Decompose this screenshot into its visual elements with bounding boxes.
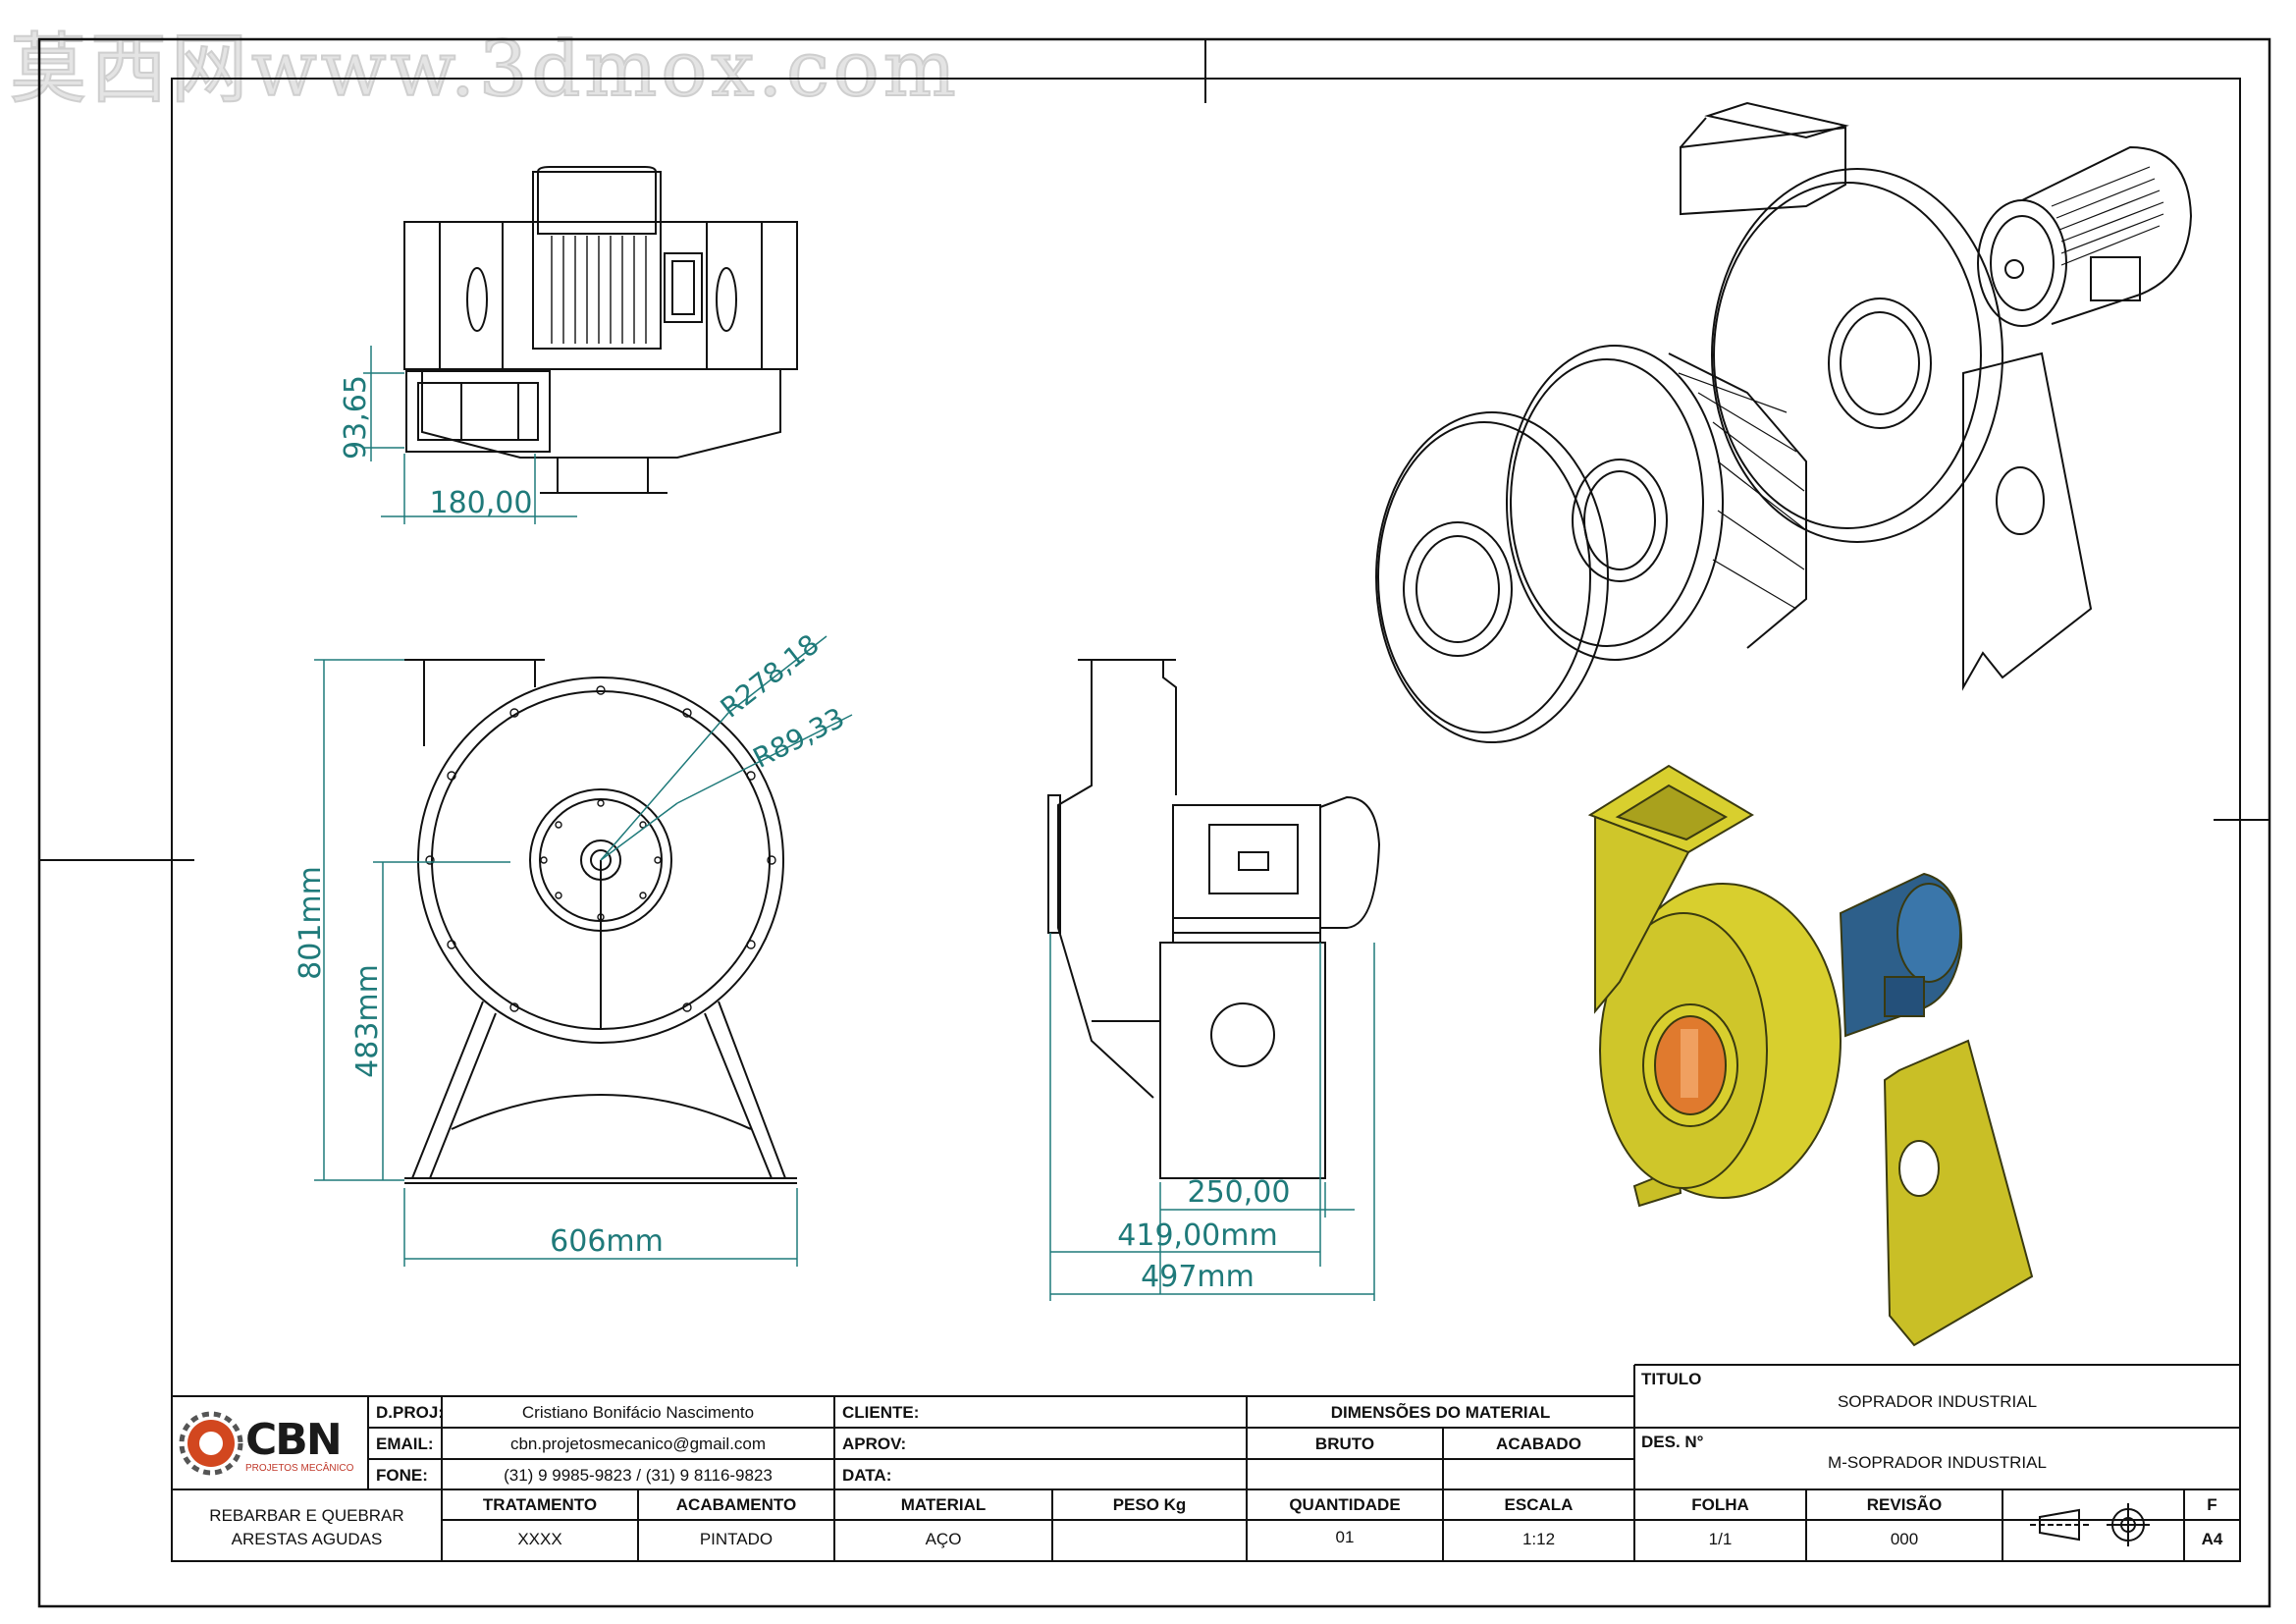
titulo-label: TITULO — [1641, 1370, 1702, 1388]
dim-front-total-height: 801mm — [294, 866, 328, 980]
folha-label: FOLHA — [1691, 1495, 1749, 1514]
outer-frame — [37, 37, 2271, 1608]
tratamento-value: XXXX — [517, 1530, 562, 1548]
dim-side-total-width: 497mm — [1141, 1260, 1255, 1294]
side-view — [1047, 659, 1381, 1179]
material-value: AÇO — [925, 1530, 962, 1548]
titulo-value: SOPRADOR INDUSTRIAL — [1837, 1392, 2038, 1411]
acabado-label: ACABADO — [1496, 1435, 1581, 1453]
escala-label: ESCALA — [1504, 1495, 1574, 1514]
desn-value: M-SOPRADOR INDUSTRIAL — [1828, 1453, 2047, 1472]
fone-label: FONE: — [376, 1466, 428, 1485]
colored-isometric-view — [1587, 764, 2034, 1347]
dim-top-width: 180,00 — [430, 486, 533, 520]
dim-front-width: 606mm — [550, 1224, 664, 1259]
aprov-label: APROV: — [842, 1435, 907, 1453]
note-line-1: REBARBAR E QUEBRAR — [209, 1506, 404, 1525]
dim-top-height: 93,65 — [339, 375, 373, 460]
cbn-logo: CBN — [245, 1415, 343, 1465]
side-view-dimensions — [1049, 933, 1375, 1301]
cbn-logo-gear-icon — [179, 1411, 243, 1476]
dimensoes-label: DIMENSÕES DO MATERIAL — [1330, 1403, 1551, 1422]
dim-front-center-height: 483mm — [350, 964, 385, 1078]
front-view-dimensions — [314, 635, 853, 1267]
quantidade-value: 01 — [1335, 1528, 1355, 1546]
cliente-label: CLIENTE: — [842, 1403, 920, 1422]
data-label: DATA: — [842, 1466, 892, 1485]
tratamento-label: TRATAMENTO — [482, 1495, 598, 1514]
dim-radius-inner: R89,33 — [748, 701, 850, 775]
email-label: EMAIL: — [376, 1435, 434, 1453]
title-block — [172, 1364, 2240, 1561]
dim-side-base-width: 250,00 — [1188, 1175, 1291, 1210]
note-line-2: ARESTAS AGUDAS — [231, 1530, 383, 1548]
revisao-value: 000 — [1890, 1530, 1919, 1548]
folha-value: 1/1 — [1708, 1530, 1733, 1548]
sheet-size: A4 — [2201, 1530, 2223, 1548]
dproj-value: Cristiano Bonifácio Nascimento — [521, 1403, 755, 1422]
dim-radius-outer: R278,18 — [715, 627, 826, 724]
cbn-logo-subtitle: PROJETOS MECÂNICO — [245, 1463, 354, 1474]
escala-value: 1:12 — [1522, 1530, 1556, 1548]
top-view-dimensions — [363, 346, 577, 524]
top-view — [403, 166, 798, 494]
peso-label: PESO Kg — [1112, 1495, 1187, 1514]
dim-side-mid-width: 419,00mm — [1117, 1218, 1277, 1253]
desn-label: DES. N° — [1641, 1433, 1704, 1451]
fone-value: (31) 9 9985-9823 / (31) 9 8116-9823 — [504, 1466, 773, 1485]
quantidade-label: QUANTIDADE — [1289, 1495, 1401, 1514]
inner-frame — [171, 78, 2241, 1562]
revisao-label: REVISÃO — [1866, 1495, 1943, 1514]
front-view — [404, 659, 797, 1184]
sheet-format-letter: F — [2207, 1495, 2217, 1514]
email-value: cbn.projetosmecanico@gmail.com — [509, 1435, 767, 1453]
exploded-isometric-view — [1375, 101, 2193, 743]
dproj-label: D.PROJ: — [376, 1403, 444, 1422]
material-label: MATERIAL — [900, 1495, 987, 1514]
acabamento-value: PINTADO — [699, 1530, 774, 1548]
bruto-label: BRUTO — [1314, 1435, 1375, 1453]
acabamento-label: ACABAMENTO — [675, 1495, 797, 1514]
